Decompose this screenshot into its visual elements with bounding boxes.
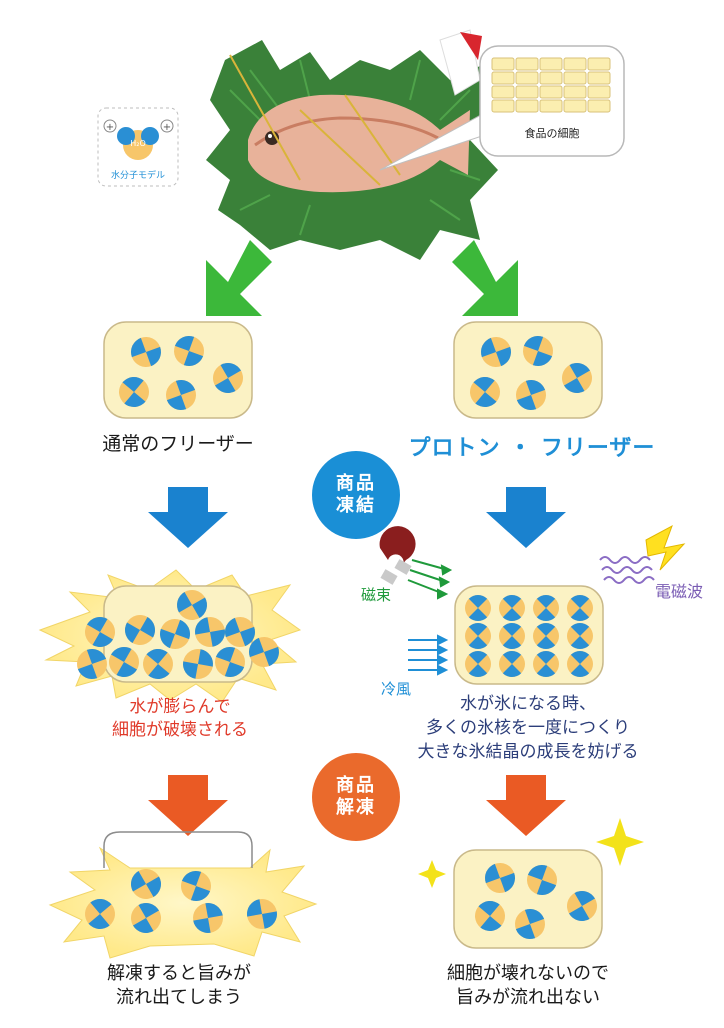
thaw-step-line1: 商品 — [336, 775, 376, 796]
electromagnetic-wave-label: 電磁波 — [654, 582, 703, 601]
food-cell-unit — [515, 85, 539, 99]
food-cell-unit — [587, 99, 611, 113]
left-cell-frozen-burst — [38, 569, 302, 703]
left-frozen-caption-line1: 水が膨らんで — [129, 697, 231, 717]
water-model-label: 水分子モデル — [110, 171, 165, 181]
food-cell-unit — [539, 57, 563, 71]
right-frozen-caption: 水が氷になる時、 多くの氷核を一度につくり 大きな氷結晶の成長を妨げる — [398, 692, 658, 764]
left-cell-thawed-leaking — [48, 831, 318, 959]
food-cell-label: 食品の細胞 — [524, 127, 580, 140]
food-cell-unit — [539, 71, 563, 85]
right-frozen-caption-line3: 大きな氷結晶の成長を妨げる — [417, 742, 639, 762]
cold-air-label: 冷風 — [380, 680, 411, 698]
food-cell-callout — [479, 45, 625, 157]
food-cell-unit — [491, 71, 515, 85]
cold-air-arrows — [408, 634, 449, 676]
left-frozen-caption-line2: 細胞が破壊される — [112, 720, 248, 740]
food-cell-unit — [563, 57, 587, 71]
left-cell-initial — [103, 321, 253, 419]
right-frozen-caption-line1: 水が氷になる時、 — [460, 694, 596, 714]
food-cell-unit — [491, 85, 515, 99]
freeze-step-line1: 商品 — [336, 473, 376, 494]
right-cell-thawed-intact — [453, 849, 603, 949]
food-cell-unit — [491, 99, 515, 113]
orange-arrow-left — [148, 775, 228, 836]
freeze-step-line2: 凍結 — [336, 495, 376, 516]
water-molecule-card: + + — [97, 107, 179, 187]
blue-arrow-left — [148, 487, 228, 548]
left-thawed-caption: 解凍すると旨みが 流れ出てしまう — [74, 962, 284, 1010]
right-thawed-caption: 細胞が壊れないので 旨みが流れ出ない — [420, 962, 636, 1010]
right-thawed-caption-line2: 旨みが流れ出ない — [456, 987, 600, 1008]
food-cell-unit — [563, 85, 587, 99]
fish-photo — [206, 29, 501, 260]
right-column-title: プロトン ・ フリーザー — [408, 436, 656, 461]
left-frozen-caption: 水が膨らんで 細胞が破壊される — [70, 696, 290, 742]
food-cell-unit — [587, 71, 611, 85]
food-cell-unit — [515, 71, 539, 85]
right-thawed-caption-line1: 細胞が壊れないので — [447, 963, 609, 984]
thaw-step-label: 商品 解凍 — [312, 775, 400, 819]
magnet-icon — [379, 526, 416, 585]
blue-arrow-right — [486, 487, 566, 548]
electromagnetic-wave-icon — [599, 524, 686, 584]
left-column-title: 通常のフリーザー — [102, 433, 254, 455]
freeze-step-circle — [312, 451, 400, 539]
right-cell-frozen-lattice — [454, 585, 604, 685]
sparkle-icon — [418, 818, 644, 888]
green-arrow-left — [206, 240, 272, 316]
magnetic-flux-arrows — [407, 559, 453, 600]
food-cell-unit — [587, 85, 611, 99]
food-cell-unit — [515, 99, 539, 113]
svg-text:+: + — [163, 122, 171, 133]
thaw-step-line2: 解凍 — [336, 797, 376, 818]
water-model-formula: H₂O — [130, 139, 146, 148]
food-cell-unit — [491, 57, 515, 71]
magnetic-flux-label: 磁束 — [360, 586, 391, 604]
food-cell-unit — [563, 99, 587, 113]
food-cell-unit — [563, 71, 587, 85]
right-cell-initial — [453, 321, 603, 419]
left-thawed-caption-line1: 解凍すると旨みが — [107, 963, 251, 984]
thaw-step-circle — [312, 753, 400, 841]
svg-text:+: + — [106, 122, 114, 133]
green-arrow-right — [452, 240, 518, 316]
food-cell-unit — [539, 85, 563, 99]
food-cell-unit — [587, 57, 611, 71]
food-cell-unit — [539, 99, 563, 113]
right-frozen-caption-line2: 多くの氷核を一度につくり — [426, 718, 630, 738]
left-thawed-caption-line2: 流れ出てしまう — [116, 987, 242, 1008]
freeze-step-label: 商品 凍結 — [312, 473, 400, 517]
orange-arrow-right — [486, 775, 566, 836]
food-cell-unit — [515, 57, 539, 71]
